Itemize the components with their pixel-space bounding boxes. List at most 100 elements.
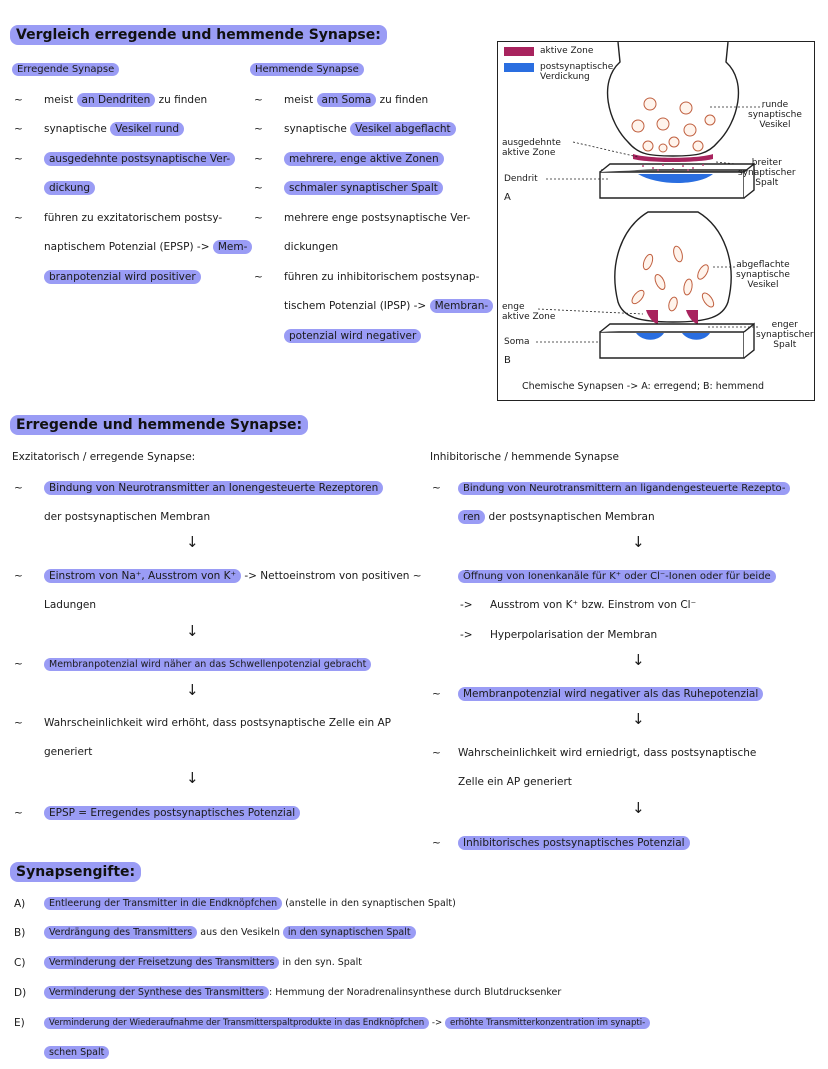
synapse-drawing — [536, 42, 763, 359]
bullet: ~ — [432, 688, 441, 700]
toxin-label: A) — [14, 898, 26, 910]
excitatory-step-1: Bindung von Neurotransmitter an Ionenges… — [44, 481, 384, 495]
bullet: ~ — [14, 153, 23, 165]
list-item-cont: dickungen — [284, 241, 339, 253]
inhibitory-step-1: Bindung von Neurotransmittern an ligande… — [458, 481, 791, 496]
thickening-b1 — [636, 333, 664, 340]
excitatory-step-2-cont: Ladungen — [44, 599, 97, 611]
down-arrow: ↓ — [186, 769, 199, 787]
section-title-toxins: Synapsengifte: — [10, 862, 142, 882]
leaders-a — [546, 106, 763, 180]
inhibitory-step-4: Wahrscheinlichkeit wird erniedrigt, dass… — [458, 747, 757, 759]
down-arrow: ↓ — [632, 533, 645, 551]
toxin-item: Verminderung der Wiederaufnahme der Tran… — [44, 1016, 651, 1030]
section-title-mechanism: Erregende und hemmende Synapse: — [10, 415, 309, 435]
list-item: synaptische Vesikel abgeflacht — [284, 122, 456, 136]
bullet: ~ — [14, 123, 23, 135]
toxin-label: D) — [14, 987, 27, 999]
list-item-cont: potenzial wird negativer — [284, 329, 422, 343]
list-item: meist an Dendriten zu finden — [44, 93, 208, 107]
excitatory-heading: Erregende Synapse — [12, 63, 120, 76]
synapse-b — [614, 211, 732, 323]
list-item: schmaler synaptischer Spalt — [284, 181, 443, 195]
list-item: führen zu inhibitorischem postsynap- — [284, 271, 480, 283]
excitatory-step-2: Einstrom von Na⁺, Ausstrom von K⁺ -> Net… — [44, 569, 422, 583]
bullet: ~ — [14, 658, 23, 670]
label-round-vesicles: runde synaptische Vesikel — [748, 100, 802, 130]
toxin-label: B) — [14, 927, 26, 939]
thickening-b2 — [682, 333, 710, 340]
label-narrow-zone: enge aktive Zone — [502, 302, 556, 322]
bullet: ~ — [254, 153, 263, 165]
inhibitory-step-1-cont: ren der postsynaptischen Membran — [458, 510, 655, 524]
inhibitory-step-2b: Hyperpolarisation der Membran — [490, 629, 658, 641]
down-arrow: ↓ — [632, 651, 645, 669]
active-zone-b2 — [686, 310, 698, 324]
down-arrow: ↓ — [632, 710, 645, 728]
label-extended-zone: ausgedehnte aktive Zone — [502, 138, 561, 158]
label-a: A — [504, 192, 511, 203]
inhibitory-result: Inhibitorisches postsynaptisches Potenzi… — [458, 836, 690, 850]
bullet: ~ — [254, 271, 263, 283]
cleft-dots-a — [642, 164, 704, 171]
excitatory-step-3: Membranpotenzial wird näher an das Schwe… — [44, 657, 372, 672]
bullet: ~ — [254, 182, 263, 194]
legend-active-zone: aktive Zone — [540, 46, 594, 56]
list-item-cont: dickung — [44, 181, 96, 195]
excitatory-result: EPSP = Erregendes postsynaptisches Poten… — [44, 806, 301, 820]
list-item-cont: tischem Potenzial (IPSP) -> Membran- — [284, 299, 494, 313]
down-arrow: ↓ — [186, 681, 199, 699]
synapse-diagram: aktive Zone postsynaptische Verdickung — [497, 41, 815, 401]
down-arrow: ↓ — [186, 622, 199, 640]
bullet: ~ — [14, 570, 23, 582]
flat-vesicles-b — [631, 245, 715, 312]
legend-swatch-active-zone — [504, 47, 534, 56]
label-wide-cleft: breiter synaptischer Spalt — [738, 158, 796, 188]
toxin-item: Verdrängung des Transmitters aus den Ves… — [44, 926, 416, 940]
bullet: ~ — [14, 717, 23, 729]
active-zone-a — [633, 154, 713, 162]
diagram-caption: Chemische Synapsen -> A: erregend; B: he… — [522, 381, 765, 392]
list-item: mehrere, enge aktive Zonen — [284, 152, 444, 166]
list-item: synaptische Vesikel rund — [44, 122, 185, 136]
section-title-comparison: Vergleich erregende und hemmende Synapse… — [10, 25, 387, 45]
soma-b — [599, 322, 755, 359]
round-vesicles-a — [631, 97, 716, 153]
bullet: ~ — [14, 94, 23, 106]
excitatory-mechanism-heading: Exzitatorisch / erregende Synapse: — [12, 451, 196, 463]
inhibitory-heading: Hemmende Synapse — [250, 63, 364, 76]
label-dendrite: Dendrit — [504, 174, 538, 184]
down-arrow: ↓ — [186, 533, 199, 551]
list-item: meist am Soma zu finden — [284, 93, 429, 107]
inhibitory-step-2a: Ausstrom von K⁺ bzw. Einstrom von Cl⁻ — [490, 599, 697, 611]
list-item: mehrere enge postsynaptische Ver- — [284, 212, 471, 224]
inhibitory-mechanism-heading: Inhibitorische / hemmende Synapse — [430, 451, 619, 463]
bullet: ~ — [432, 747, 441, 759]
excitatory-step-4: Wahrscheinlichkeit wird erhöht, dass pos… — [44, 717, 391, 729]
bullet: ~ — [14, 212, 23, 224]
bullet: ~ — [14, 482, 23, 494]
label-b: B — [504, 355, 511, 366]
bullet: ~ — [432, 482, 441, 494]
list-item-cont: branpotenzial wird positiver — [44, 270, 201, 284]
legend-swatch-thickening — [504, 63, 534, 72]
label-narrow-cleft: enger synaptischer Spalt — [756, 320, 814, 350]
list-item: ausgedehnte postsynaptische Ver- — [44, 152, 236, 166]
thickening-a — [638, 174, 713, 183]
label-flat-vesicles: abgeflachte synaptische Vesikel — [736, 260, 790, 290]
bullet: ~ — [432, 837, 441, 849]
label-soma: Soma — [504, 337, 530, 347]
dendrite-a — [599, 162, 755, 199]
sub-arrow: -> — [460, 629, 473, 641]
bullet: ~ — [14, 807, 23, 819]
bullet: ~ — [254, 94, 263, 106]
excitatory-step-4-cont: generiert — [44, 746, 93, 758]
toxin-item: Entleerung der Transmitter in die Endknö… — [44, 897, 456, 911]
legend-thickening-2: Verdickung — [540, 72, 590, 82]
toxin-item-cont: schen Spalt — [44, 1046, 110, 1060]
toxin-item: Verminderung der Freisetzung des Transmi… — [44, 956, 362, 970]
sub-arrow: -> — [460, 599, 473, 611]
bullet: ~ — [254, 123, 263, 135]
inhibitory-step-4-cont: Zelle ein AP generiert — [458, 776, 572, 788]
legend-thickening: postsynaptische — [540, 62, 614, 72]
